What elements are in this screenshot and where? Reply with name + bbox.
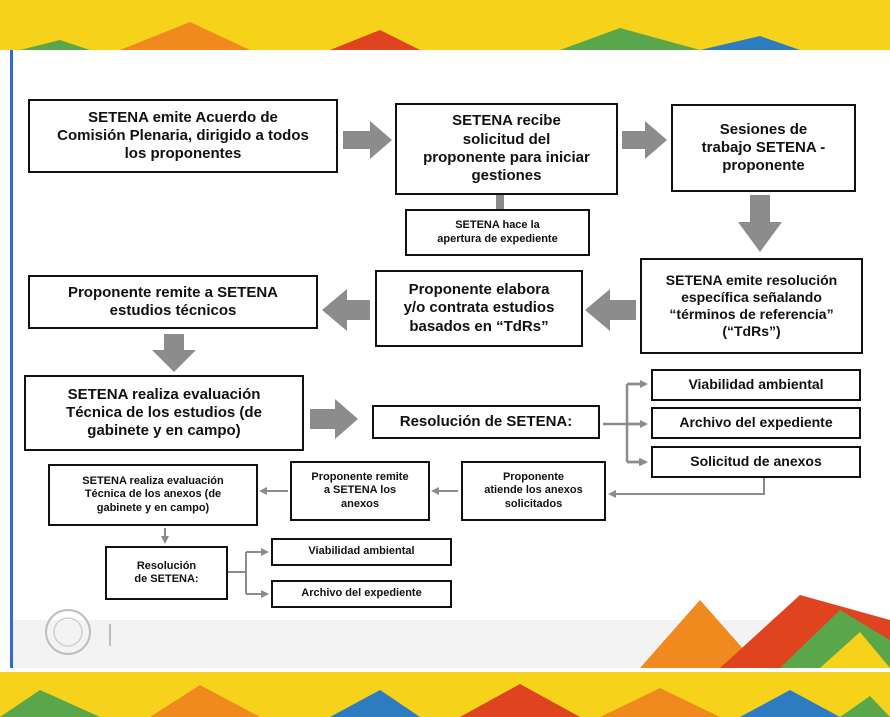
node-resolucion-setena-2: Resolución de SETENA: (105, 546, 228, 600)
node-emite-resolucion-tdrs: SETENA emite resolución específica señal… (640, 258, 863, 354)
node-proponente-atiende-anexos: Proponente atiende los anexos solicitado… (461, 461, 606, 521)
arrow-resolucion-to-elabora (585, 289, 636, 331)
arrow-recibe-to-sesiones (622, 121, 667, 159)
node-setena-recibe-solicitud: SETENA recibe solicitud del proponente p… (395, 103, 618, 195)
frame-left-line (10, 50, 13, 668)
connector-recibe-apertura (496, 195, 504, 209)
node-proponente-remite-anexos: Proponente remite a SETENA los anexos (290, 461, 430, 521)
node-setena-emite-acuerdo: SETENA emite Acuerdo de Comisión Plenari… (28, 99, 338, 173)
node-setena-evaluacion-anexos: SETENA realiza evaluación Técnica de los… (48, 464, 258, 526)
node-resolucion-setena: Resolución de SETENA: (372, 405, 600, 439)
node-proponente-elabora: Proponente elabora y/o contrata estudios… (375, 270, 583, 347)
arrow-remite-down (152, 334, 196, 372)
footer-decoration (640, 595, 890, 668)
node-solicitud-anexos: Solicitud de anexos (651, 446, 861, 478)
node-proponente-remite-estudios: Proponente remite a SETENA estudios técn… (28, 275, 318, 329)
node-setena-evaluacion: SETENA realiza evaluación Técnica de los… (24, 375, 304, 451)
node-viabilidad-ambiental-2: Viabilidad ambiental (271, 538, 452, 566)
node-viabilidad-ambiental: Viabilidad ambiental (651, 369, 861, 401)
node-archivo-expediente-2: Archivo del expediente (271, 580, 452, 608)
arrow-acuerdo-to-recibe (343, 121, 392, 159)
arrow-sesiones-down (738, 195, 782, 252)
node-apertura-expediente: SETENA hace la apertura de expediente (405, 209, 590, 256)
node-sesiones-trabajo: Sesiones de trabajo SETENA - proponente (671, 104, 856, 192)
arrow-elabora-to-remite (322, 289, 370, 331)
connector-anexos-to-atiende (608, 478, 765, 498)
branch-resolucion-2 (228, 552, 247, 594)
node-archivo-expediente: Archivo del expediente (651, 407, 861, 439)
bottom-banner (0, 672, 890, 717)
arrow-evaluacion-to-resolucion (310, 399, 358, 439)
logo-seal-icon (45, 609, 111, 655)
top-banner (0, 0, 890, 50)
